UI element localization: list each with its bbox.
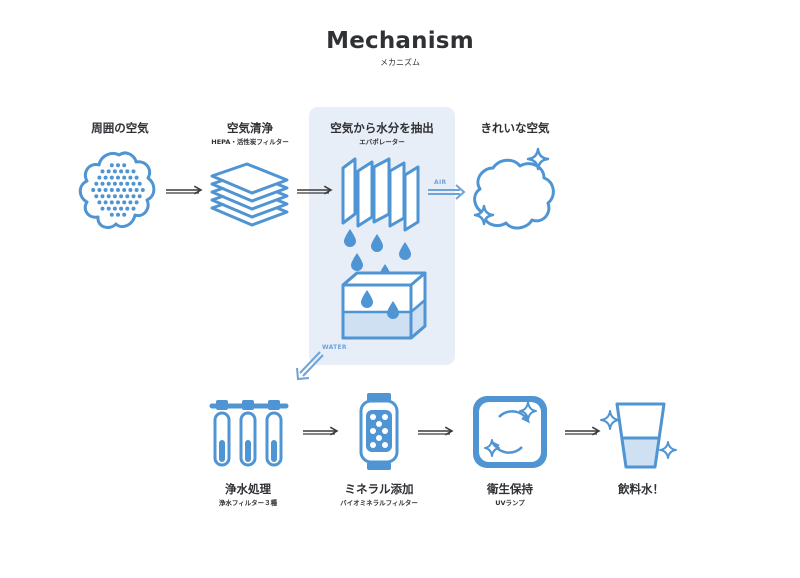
air-particle-dot bbox=[128, 175, 133, 180]
air-particle-dot bbox=[97, 175, 102, 180]
uv-tank-icon bbox=[473, 396, 547, 468]
air-particle-dot bbox=[103, 200, 108, 205]
air-particle-dot bbox=[116, 163, 120, 168]
page-title: Mechanism bbox=[326, 28, 474, 54]
step-drinking-water-label: 飲料水！ bbox=[618, 482, 664, 496]
step-air-purify-label: 空気清浄 bbox=[227, 121, 273, 135]
air-particle-dot bbox=[131, 194, 136, 199]
mineral-filter-icon bbox=[359, 393, 399, 470]
step-mineral-label: ミネラル添加 bbox=[344, 482, 414, 496]
air-particle-dot bbox=[131, 206, 136, 211]
air-particle-dot bbox=[100, 194, 105, 199]
step-extract-water-label: 空気から水分を抽出 bbox=[330, 121, 434, 135]
three-filter-tubes-icon bbox=[209, 400, 289, 467]
step-water-treatment-sublabel: 浄水フィルター３種 bbox=[218, 499, 278, 507]
air-particle-dot bbox=[109, 200, 114, 205]
air-particle-dot bbox=[100, 169, 105, 174]
air-particle-dot bbox=[109, 175, 114, 180]
air-particle-dot bbox=[122, 212, 127, 217]
air-particle-dot bbox=[134, 200, 139, 205]
air-particle-dot bbox=[106, 169, 111, 174]
air-particle-dot bbox=[128, 200, 133, 205]
air-particle-dot bbox=[122, 200, 127, 205]
air-particle-dot bbox=[109, 163, 114, 168]
water-flow-label: WATER bbox=[322, 344, 347, 351]
dotted-air-cloud-icon bbox=[78, 151, 156, 229]
air-particle-dot bbox=[131, 169, 136, 174]
step-mineral-sublabel: バイオミネラルフィルター bbox=[340, 499, 418, 507]
page-subtitle: メカニズム bbox=[380, 58, 420, 67]
step-hygiene-sublabel: UVランプ bbox=[495, 499, 525, 507]
air-particle-dot bbox=[106, 206, 111, 211]
stacked-filters-icon bbox=[210, 162, 289, 227]
air-particle-dot bbox=[106, 194, 111, 199]
air-particle-dot bbox=[119, 194, 124, 199]
step-extract-water-sublabel: エバポレーター bbox=[359, 138, 405, 146]
air-particle-dot bbox=[122, 163, 127, 168]
air-particle-dot bbox=[94, 194, 99, 199]
air-particle-dot bbox=[112, 169, 117, 174]
air-particle-dot bbox=[109, 188, 114, 192]
air-particle-dot bbox=[91, 188, 96, 192]
air-particle-dot bbox=[122, 188, 127, 192]
air-particle-dot bbox=[119, 181, 124, 186]
air-particle-dot bbox=[134, 175, 139, 180]
water-tank-icon bbox=[341, 271, 427, 340]
evaporator-icon bbox=[341, 157, 420, 232]
air-particle-dot bbox=[128, 188, 133, 192]
water-glass-icon bbox=[600, 402, 677, 469]
air-particle-dot bbox=[112, 181, 117, 186]
air-particle-dot bbox=[103, 188, 108, 192]
air-particle-dot bbox=[100, 181, 105, 186]
air-particle-dot bbox=[103, 175, 108, 180]
air-flow-label: AIR bbox=[434, 179, 447, 186]
air-particle-dot bbox=[125, 169, 130, 174]
air-particle-dot bbox=[94, 181, 99, 186]
air-particle-dot bbox=[116, 200, 120, 205]
step-clean-air-label: きれいな空気 bbox=[480, 121, 550, 135]
air-particle-dot bbox=[97, 188, 102, 192]
air-particle-dot bbox=[137, 194, 142, 199]
air-particle-dot bbox=[140, 188, 145, 192]
air-particle-dot bbox=[125, 194, 130, 199]
air-particle-dot bbox=[125, 206, 130, 211]
air-particle-dot bbox=[119, 206, 124, 211]
air-particle-dot bbox=[119, 169, 124, 174]
air-flow-arrow bbox=[428, 184, 466, 200]
air-particle-dot bbox=[131, 181, 136, 186]
air-particle-dot bbox=[116, 212, 120, 217]
step-water-treatment-label: 浄水処理 bbox=[225, 482, 271, 496]
air-particle-dot bbox=[116, 188, 120, 192]
air-particle-dot bbox=[100, 206, 105, 211]
air-particle-dot bbox=[116, 175, 120, 180]
air-particle-dot bbox=[122, 175, 127, 180]
air-particle-dot bbox=[97, 200, 102, 205]
step-air-purify-sublabel: HEPA・活性炭フィルター bbox=[211, 138, 289, 146]
step-ambient-air-label: 周囲の空気 bbox=[91, 121, 149, 135]
air-particle-dot bbox=[134, 188, 139, 192]
air-particle-dot bbox=[109, 212, 114, 217]
sparkling-cloud-icon bbox=[473, 147, 555, 230]
air-particle-dot bbox=[106, 181, 111, 186]
air-particle-dot bbox=[137, 181, 142, 186]
water-flow-arrow bbox=[296, 351, 324, 381]
air-particle-dot bbox=[125, 181, 130, 186]
air-particle-dot bbox=[112, 194, 117, 199]
air-particle-dot bbox=[112, 206, 117, 211]
step-hygiene-label: 衛生保持 bbox=[487, 482, 533, 496]
